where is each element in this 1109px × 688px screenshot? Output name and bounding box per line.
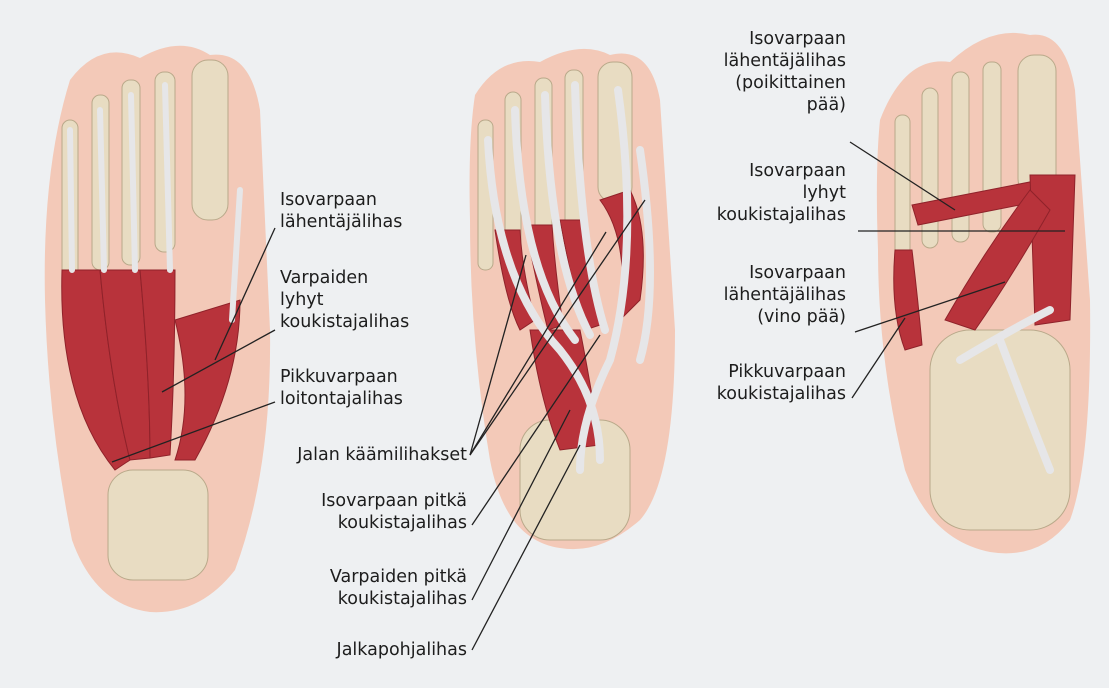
label-isovarpaan-lahentajalihas-vino: Isovarpaan lähentäjälihas (vino pää) <box>724 262 846 328</box>
label-varpaiden-pitka-koukistajalihas: Varpaiden pitkä koukistajalihas <box>330 566 467 610</box>
label-jalkapohjalihas: Jalkapohjalihas <box>337 639 467 661</box>
foot-2 <box>470 49 675 549</box>
label-isovarpaan-lahentajalihas-poikittainen: Isovarpaan lähentäjälihas (poikittainen … <box>724 28 846 116</box>
label-varpaiden-lyhyt-koukistajalihas: Varpaiden lyhyt koukistajalihas <box>280 267 409 333</box>
label-pikkuvarpaan-koukistajalihas: Pikkuvarpaan koukistajalihas <box>717 361 846 405</box>
foot-3 <box>877 33 1090 553</box>
label-isovarpaan-pitka-koukistajalihas: Isovarpaan pitkä koukistajalihas <box>321 490 467 534</box>
label-jalan-kaamilihakset: Jalan käämilihakset <box>297 444 467 466</box>
label-pikkuvarpaan-loitontajalihas: Pikkuvarpaan loitontajalihas <box>280 366 403 410</box>
label-isovarpaan-lyhyt-koukistajalihas: Isovarpaan lyhyt koukistajalihas <box>717 160 846 226</box>
foot-1 <box>45 46 270 612</box>
label-isovarpaan-lahentajalihas: Isovarpaan lähentäjälihas <box>280 189 402 233</box>
